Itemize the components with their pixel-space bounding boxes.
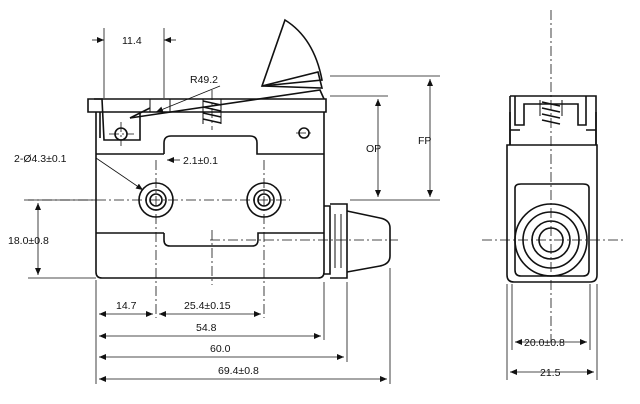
dim-69-4: 69.4±0.8 — [218, 365, 259, 377]
lever-bracket — [87, 98, 327, 113]
dim-18-0: 18.0±0.8 — [8, 235, 49, 247]
side-plunger — [514, 203, 588, 277]
dim-11-4: 11.4 — [122, 35, 142, 47]
dimension-hole-spec: 2-Ø4.3±0.1 — [14, 153, 144, 191]
side-body — [506, 144, 598, 283]
dimension-hole-offset: 2.1±0.1 — [167, 155, 218, 167]
dim-54-8: 54.8 — [196, 322, 217, 334]
dimension-21-5: 21.5 — [510, 367, 594, 379]
dimension-14-7: 14.7 — [99, 300, 153, 317]
side-view — [482, 10, 624, 342]
dim-r49-2: R49.2 — [190, 74, 218, 86]
dimension-69-4: 69.4±0.8 — [99, 365, 387, 382]
dim-21-5: 21.5 — [540, 367, 561, 379]
dimension-radius: R49.2 — [155, 74, 221, 113]
dim-25-4: 25.4±0.15 — [184, 300, 231, 312]
plunger — [210, 203, 398, 279]
dim-14-7: 14.7 — [116, 300, 137, 312]
bottom-extension-lines — [95, 268, 391, 384]
side-extension-lines — [506, 284, 598, 380]
dim-20-0: 20.0±0.8 — [524, 337, 565, 349]
dimension-54-8: 54.8 — [99, 322, 321, 339]
dimension-20-0: 20.0±0.8 — [515, 337, 587, 349]
spring — [202, 90, 222, 130]
dimension-top-width: 11.4 — [92, 28, 176, 98]
front-view — [24, 18, 398, 318]
dimension-height: 18.0±0.8 — [8, 199, 96, 279]
lever-arm — [129, 89, 325, 119]
dim-60-0: 60.0 — [210, 343, 231, 355]
dimension-25-4: 25.4±0.15 — [159, 300, 261, 317]
dimension-60-0: 60.0 — [99, 343, 344, 360]
dimension-op-fp: OP FP — [330, 75, 440, 201]
dim-fp: FP — [418, 135, 431, 147]
dim-op: OP — [366, 143, 381, 155]
dim-hole-spec: 2-Ø4.3±0.1 — [14, 153, 67, 165]
lever-sector — [260, 18, 323, 87]
dim-2-1: 2.1±0.1 — [183, 155, 218, 167]
switch-body — [95, 112, 325, 279]
